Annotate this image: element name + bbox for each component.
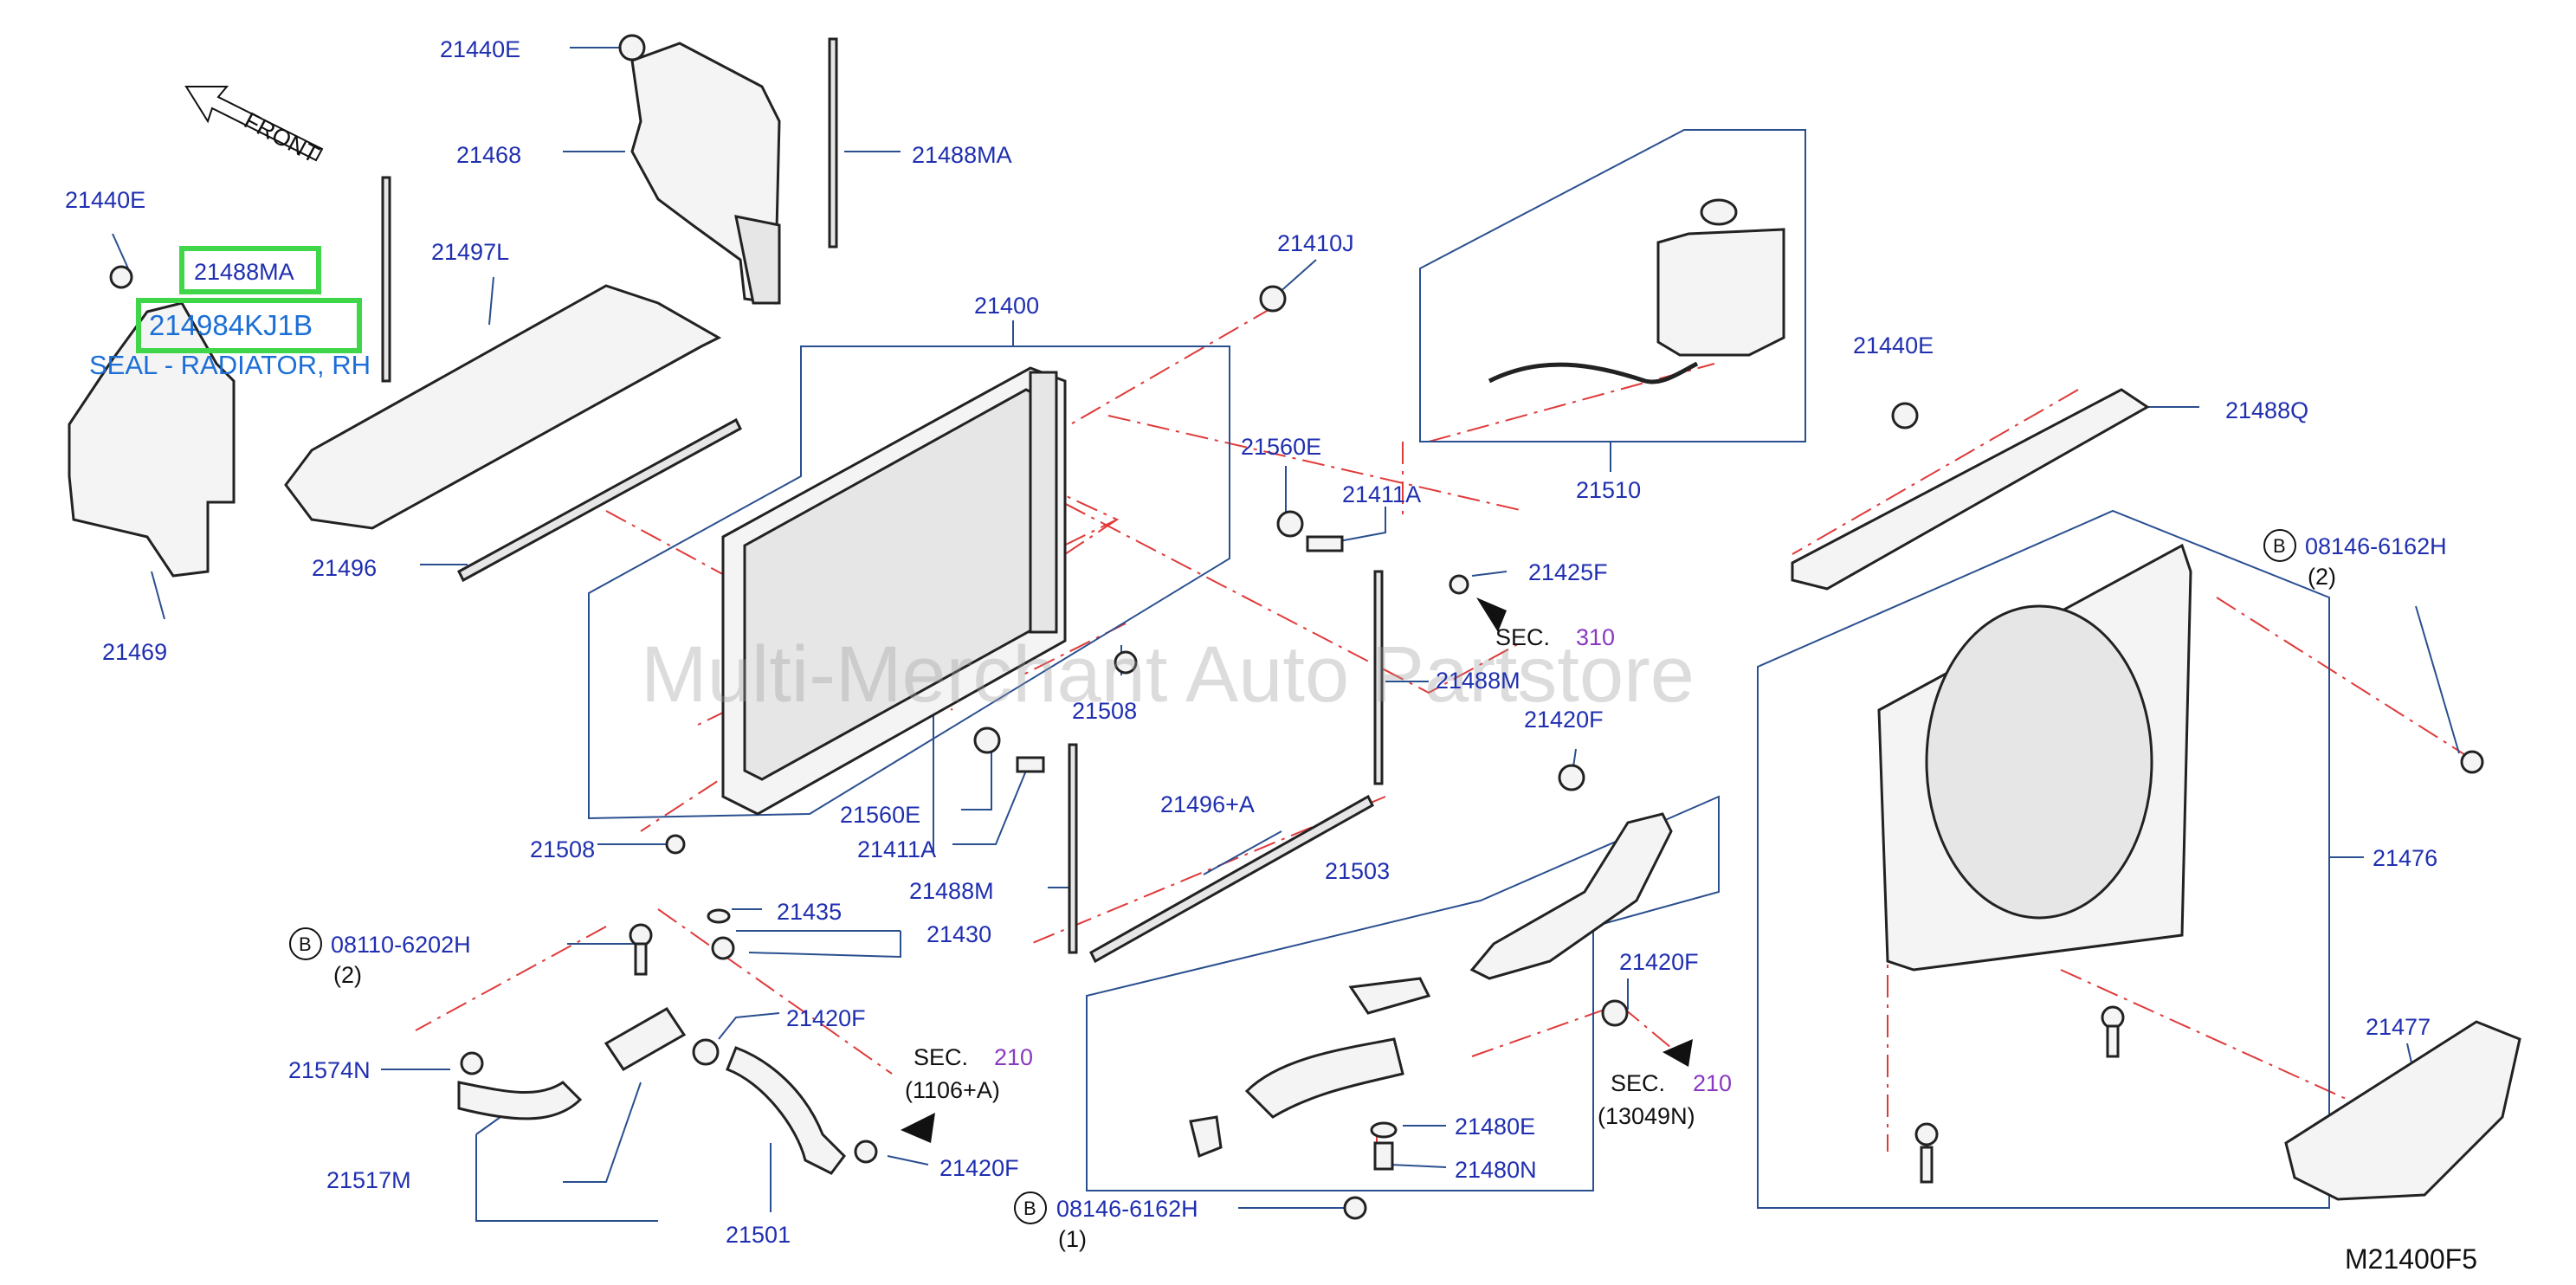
callout-21440E[interactable]: 21440E	[65, 187, 145, 213]
callout-21420F[interactable]: 21420F	[1524, 707, 1604, 733]
callout-21440E[interactable]: 21440E	[1853, 333, 1934, 358]
callout-21488M[interactable]: 21488M	[1436, 668, 1520, 694]
callout-21503[interactable]: 21503	[1325, 858, 1390, 884]
callout-21517M[interactable]: 21517M	[326, 1167, 411, 1193]
sec-prefix: SEC.	[1495, 624, 1550, 650]
diagram-code: M21400F5	[2345, 1243, 2477, 1275]
callout-21480N[interactable]: 21480N	[1455, 1157, 1537, 1183]
callout-21476[interactable]: 21476	[2373, 845, 2437, 871]
section-ref-210-1106A[interactable]: SEC. 210 (1106+A)	[905, 1044, 1033, 1103]
callout-08146-6162H-label: 08146-6162H	[1056, 1196, 1198, 1222]
callout-08146-6162H[interactable]: B 08146-6162H (1)	[1014, 1191, 1198, 1252]
callout-21420F[interactable]: 21420F	[1619, 949, 1699, 975]
callout-labels: 21440E 21468 21488MA 21440E 21497L 21469…	[65, 36, 2447, 1252]
highlight-description: SEAL - RADIATOR, RH	[89, 350, 371, 380]
sec-number: 210	[994, 1044, 1033, 1070]
callout-21468[interactable]: 21468	[456, 142, 521, 168]
highlight-box-label	[179, 246, 321, 294]
arrow-sec210a	[901, 1113, 935, 1143]
callout-08110-6202H-qty: (2)	[333, 962, 362, 988]
sec-ref: (1106+A)	[905, 1077, 1000, 1103]
highlighted-part[interactable]: 21488MA 214984KJ1B SEAL - RADIATOR, RH	[89, 246, 371, 380]
highlight-callout-21488MA: 21488MA	[194, 259, 294, 285]
callout-21560E[interactable]: 21560E	[1241, 434, 1321, 460]
callout-08146-6162H-qty: (2)	[2308, 564, 2336, 590]
callout-21420F[interactable]: 21420F	[786, 1005, 866, 1031]
part-shapes	[68, 34, 2521, 1220]
callout-21510[interactable]: 21510	[1576, 477, 1641, 503]
callout-21411A[interactable]: 21411A	[857, 836, 936, 862]
callout-21488MA[interactable]: 21488MA	[912, 142, 1012, 168]
section-ref-310[interactable]: SEC. 310	[1495, 624, 1615, 650]
watermark: Multi-Merchant Auto Partstore	[641, 630, 1695, 719]
callout-21508[interactable]: 21508	[530, 836, 595, 862]
callout-21430[interactable]: 21430	[926, 921, 991, 947]
callout-21440E[interactable]: 21440E	[440, 36, 520, 62]
callout-21560E[interactable]: 21560E	[840, 802, 920, 828]
sec-prefix: SEC.	[1611, 1070, 1665, 1096]
callout-21400[interactable]: 21400	[974, 293, 1039, 319]
sec-ref: (13049N)	[1598, 1103, 1695, 1129]
callout-21425F[interactable]: 21425F	[1528, 559, 1608, 585]
callout-21480E[interactable]: 21480E	[1455, 1114, 1535, 1140]
b-marker: B	[2273, 535, 2286, 557]
callout-21496-plus-A[interactable]: 21496+A	[1160, 791, 1255, 817]
callout-21574N[interactable]: 21574N	[288, 1057, 371, 1083]
callout-21410J[interactable]: 21410J	[1277, 230, 1354, 256]
callout-08146-6162H[interactable]: B 08146-6162H (2)	[2263, 529, 2447, 590]
b-marker: B	[299, 933, 312, 955]
callout-08146-6162H-label: 08146-6162H	[2305, 533, 2447, 559]
callout-08110-6202H[interactable]: B 08110-6202H (2)	[289, 927, 471, 988]
sec-number: 210	[1693, 1070, 1732, 1096]
callout-08110-6202H-label: 08110-6202H	[331, 932, 471, 958]
arrow-sec210b	[1662, 1039, 1693, 1067]
callout-21501[interactable]: 21501	[726, 1222, 791, 1248]
callout-21488M[interactable]: 21488M	[909, 878, 994, 904]
b-marker: B	[1023, 1198, 1036, 1219]
section-ref-210-13049N[interactable]: SEC. 210 (13049N)	[1598, 1070, 1732, 1129]
callout-21496[interactable]: 21496	[312, 555, 377, 581]
callout-21435[interactable]: 21435	[777, 899, 842, 925]
callout-21508[interactable]: 21508	[1072, 698, 1137, 724]
callout-21488Q[interactable]: 21488Q	[2225, 397, 2308, 423]
front-arrow	[184, 86, 324, 162]
front-label: FRONT	[240, 107, 323, 168]
callout-21469[interactable]: 21469	[102, 639, 167, 665]
highlight-part-number: 214984KJ1B	[149, 309, 313, 341]
callout-21477[interactable]: 21477	[2366, 1014, 2431, 1040]
highlight-box-partnumber	[136, 298, 362, 353]
arrow-sec310	[1476, 597, 1507, 632]
group-boxes	[588, 129, 2330, 1209]
sec-number: 310	[1576, 624, 1615, 650]
callout-21420F[interactable]: 21420F	[939, 1155, 1019, 1181]
callout-08146-6162H-qty: (1)	[1058, 1226, 1087, 1252]
callout-21497L[interactable]: 21497L	[431, 239, 509, 265]
callout-21411A[interactable]: 21411A	[1342, 481, 1421, 507]
sec-prefix: SEC.	[914, 1044, 968, 1070]
